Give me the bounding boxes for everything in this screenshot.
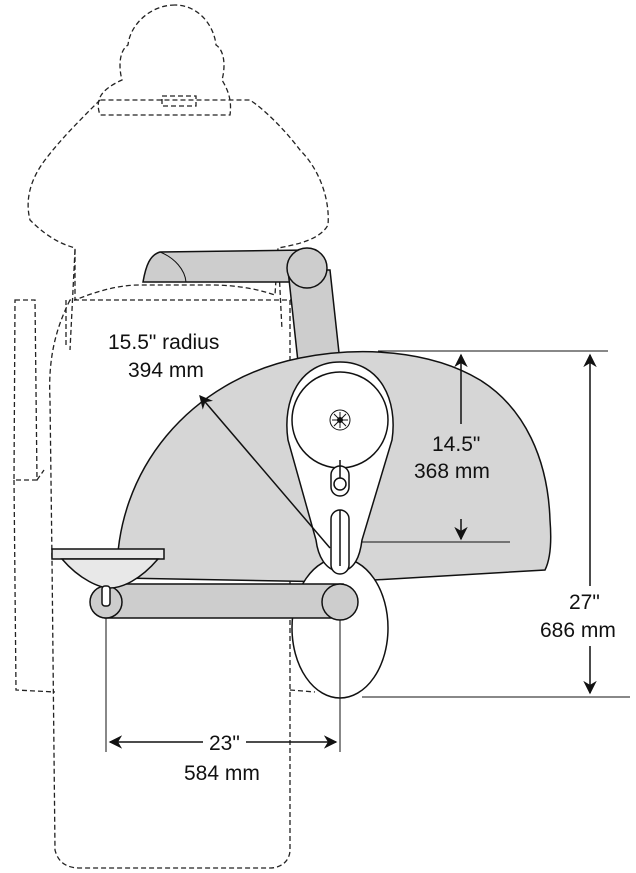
upper-pivot (286, 247, 328, 289)
dimension-labels: 15.5" radius 394 mm 14.5" 368 mm 27" 686… (108, 331, 616, 785)
depth-imperial-label: 14.5" (432, 433, 480, 456)
chair-outline (13, 4, 329, 869)
display-dial-center-icon (329, 409, 351, 431)
headrest-slot (161, 95, 197, 107)
dimension-lines (105, 350, 630, 752)
bowl-stem (101, 585, 111, 607)
seat-outline (49, 299, 291, 869)
bowl-rim (51, 548, 165, 560)
headrest-outline (97, 4, 232, 116)
left-arm-support-outline (13, 469, 56, 693)
control-panel (286, 361, 394, 575)
radius-imperial-label: 15.5" radius (108, 331, 219, 354)
upper-arm-end-cap (159, 251, 187, 283)
reach-metric-label: 584 mm (184, 762, 260, 785)
inner-back-outline (65, 249, 283, 351)
upper-arm-bar (142, 249, 311, 283)
depth-metric-label: 368 mm (414, 460, 490, 483)
swing-arm-right-pivot (321, 583, 359, 621)
left-armrest-outline (13, 299, 38, 481)
reach-imperial-label: 23" (209, 732, 240, 755)
cuspidor-bowl (51, 548, 165, 607)
right-arm-support-outline (289, 689, 316, 693)
backrest-outline (27, 99, 329, 301)
upper-support-arm (142, 247, 341, 363)
radius-arrow (199, 394, 331, 549)
display-dial-spokes (332, 412, 348, 428)
lower-knob (333, 477, 347, 491)
overall-imperial-label: 27" (569, 591, 600, 614)
overall-metric-label: 686 mm (540, 619, 616, 642)
swing-arm-bar (104, 583, 344, 619)
radius-metric-label: 394 mm (128, 359, 204, 382)
swing-arm (89, 583, 359, 621)
